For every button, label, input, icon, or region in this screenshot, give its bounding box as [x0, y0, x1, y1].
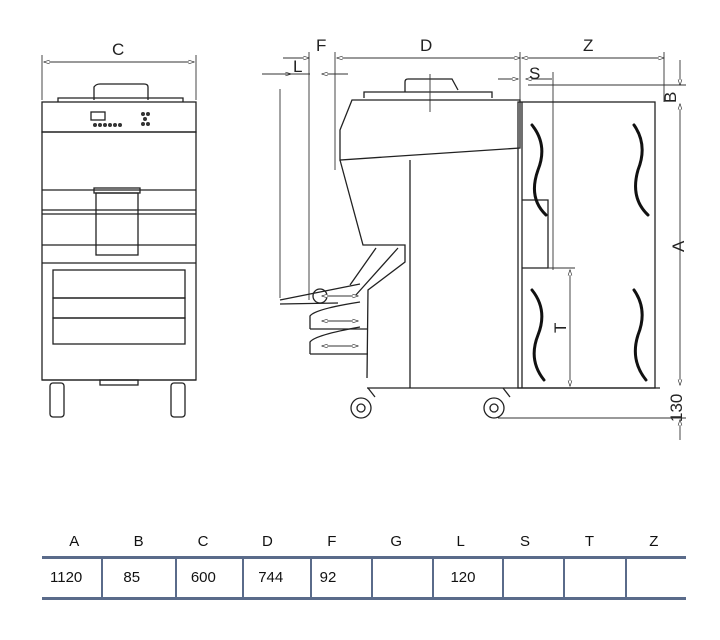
- table-row: 1120 85 600 744 92 120: [42, 559, 686, 597]
- label-z: Z: [583, 36, 593, 55]
- value-t: [565, 559, 627, 597]
- table-header: A B C D F G L S T Z: [42, 528, 686, 556]
- dimensions-table: A B C D F G L S T Z 1120 85 600 744 92 1…: [42, 528, 686, 600]
- value-c: 600: [177, 559, 245, 597]
- front-view: C: [41, 40, 197, 418]
- wheel: [483, 397, 505, 419]
- header-z: Z: [649, 533, 659, 550]
- value-a: 1120: [42, 559, 104, 597]
- divider: [42, 597, 686, 600]
- value-s: [504, 559, 566, 597]
- label-l: L: [293, 57, 302, 76]
- technical-drawing: C F D Z L: [41, 36, 688, 440]
- header-g: G: [390, 533, 403, 550]
- header-l: L: [456, 533, 465, 550]
- header-f: F: [327, 533, 337, 550]
- label-d: D: [420, 36, 432, 55]
- divider: [42, 556, 686, 559]
- label-c: C: [112, 40, 124, 59]
- wheel: [350, 397, 372, 419]
- header-s: S: [520, 533, 531, 550]
- label-s: S: [529, 64, 540, 83]
- label-b: B: [661, 92, 680, 103]
- value-d: 744: [244, 559, 312, 597]
- header-c: C: [197, 533, 209, 550]
- value-f: 92: [312, 559, 374, 597]
- value-l: 120: [434, 559, 504, 597]
- header-a: A: [69, 533, 80, 550]
- wheel: [49, 382, 65, 418]
- label-a: A: [669, 240, 688, 252]
- label-f: F: [316, 36, 326, 55]
- value-z: [627, 559, 686, 597]
- header-t: T: [584, 533, 595, 550]
- header-d: D: [262, 533, 273, 550]
- header-b: B: [133, 533, 144, 550]
- proofer-cabinet: [517, 101, 656, 389]
- label-130: 130: [667, 394, 686, 422]
- label-t: T: [551, 323, 570, 333]
- value-b: 85: [103, 559, 177, 597]
- value-g: [373, 559, 435, 597]
- wheel: [170, 382, 186, 418]
- control-panel: [41, 101, 197, 133]
- side-view: F D Z L S B A 130: [262, 36, 688, 440]
